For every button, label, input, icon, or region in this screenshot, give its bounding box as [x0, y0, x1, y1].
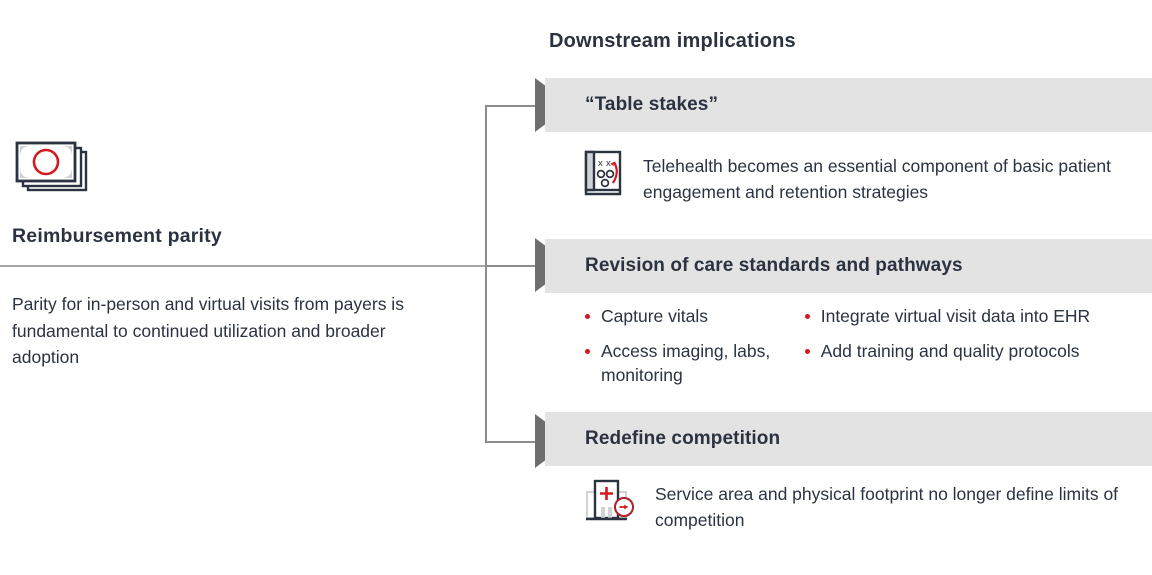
connector-branch-2: [485, 265, 547, 267]
left-panel-body-wrap: Parity for in-person and virtual visits …: [12, 291, 432, 371]
connector-vertical: [485, 105, 487, 442]
left-panel-title: Reimbursement parity: [12, 225, 222, 247]
section-heading-revision-of-care: Revision of care standards and pathways: [585, 255, 963, 276]
section-band-revision-of-care: Revision of care standards and pathways: [545, 239, 1152, 293]
banknotes-stack-icon: [14, 140, 432, 203]
section-band-redefine-competition: Redefine competition: [545, 412, 1152, 466]
section-body-table-stakes: x x Telehealth becomes an essential comp…: [583, 150, 1152, 206]
hospital-relocation-icon: [585, 478, 637, 531]
svg-text:x: x: [606, 158, 611, 169]
list-item: Integrate virtual visit data into EHR: [803, 305, 1143, 329]
left-panel: Reimbursement parity: [12, 140, 432, 248]
connector-branch-3: [485, 441, 547, 443]
section-text-table-stakes: Telehealth becomes an essential componen…: [643, 156, 1111, 203]
section-heading-table-stakes: “Table stakes”: [585, 94, 719, 115]
bullet-column-right: Integrate virtual visit data into EHR Ad…: [803, 305, 1143, 398]
bullet-list-left: Capture vitals Access imaging, labs, mon…: [583, 305, 795, 387]
section-heading-redefine-competition: Redefine competition: [585, 428, 781, 449]
section-text-redefine-competition: Service area and physical footprint no l…: [655, 484, 1119, 531]
svg-text:x: x: [598, 158, 603, 169]
connector-branch-1: [485, 105, 547, 107]
section-body-redefine-competition: Service area and physical footprint no l…: [585, 478, 1152, 534]
playbook-icon: x x: [583, 150, 625, 201]
list-item: Add training and quality protocols: [803, 340, 1143, 364]
bullet-column-left: Capture vitals Access imaging, labs, mon…: [583, 305, 795, 398]
section-body-revision-of-care: Capture vitals Access imaging, labs, mon…: [583, 305, 1143, 398]
list-item: Access imaging, labs, monitoring: [583, 340, 795, 388]
downstream-implications-title: Downstream implications: [549, 30, 796, 52]
section-band-table-stakes: “Table stakes”: [545, 78, 1152, 132]
list-item: Capture vitals: [583, 305, 795, 329]
bullet-list-right: Integrate virtual visit data into EHR Ad…: [803, 305, 1143, 364]
left-divider-rule: [0, 265, 486, 267]
left-panel-body: Parity for in-person and virtual visits …: [12, 294, 404, 368]
